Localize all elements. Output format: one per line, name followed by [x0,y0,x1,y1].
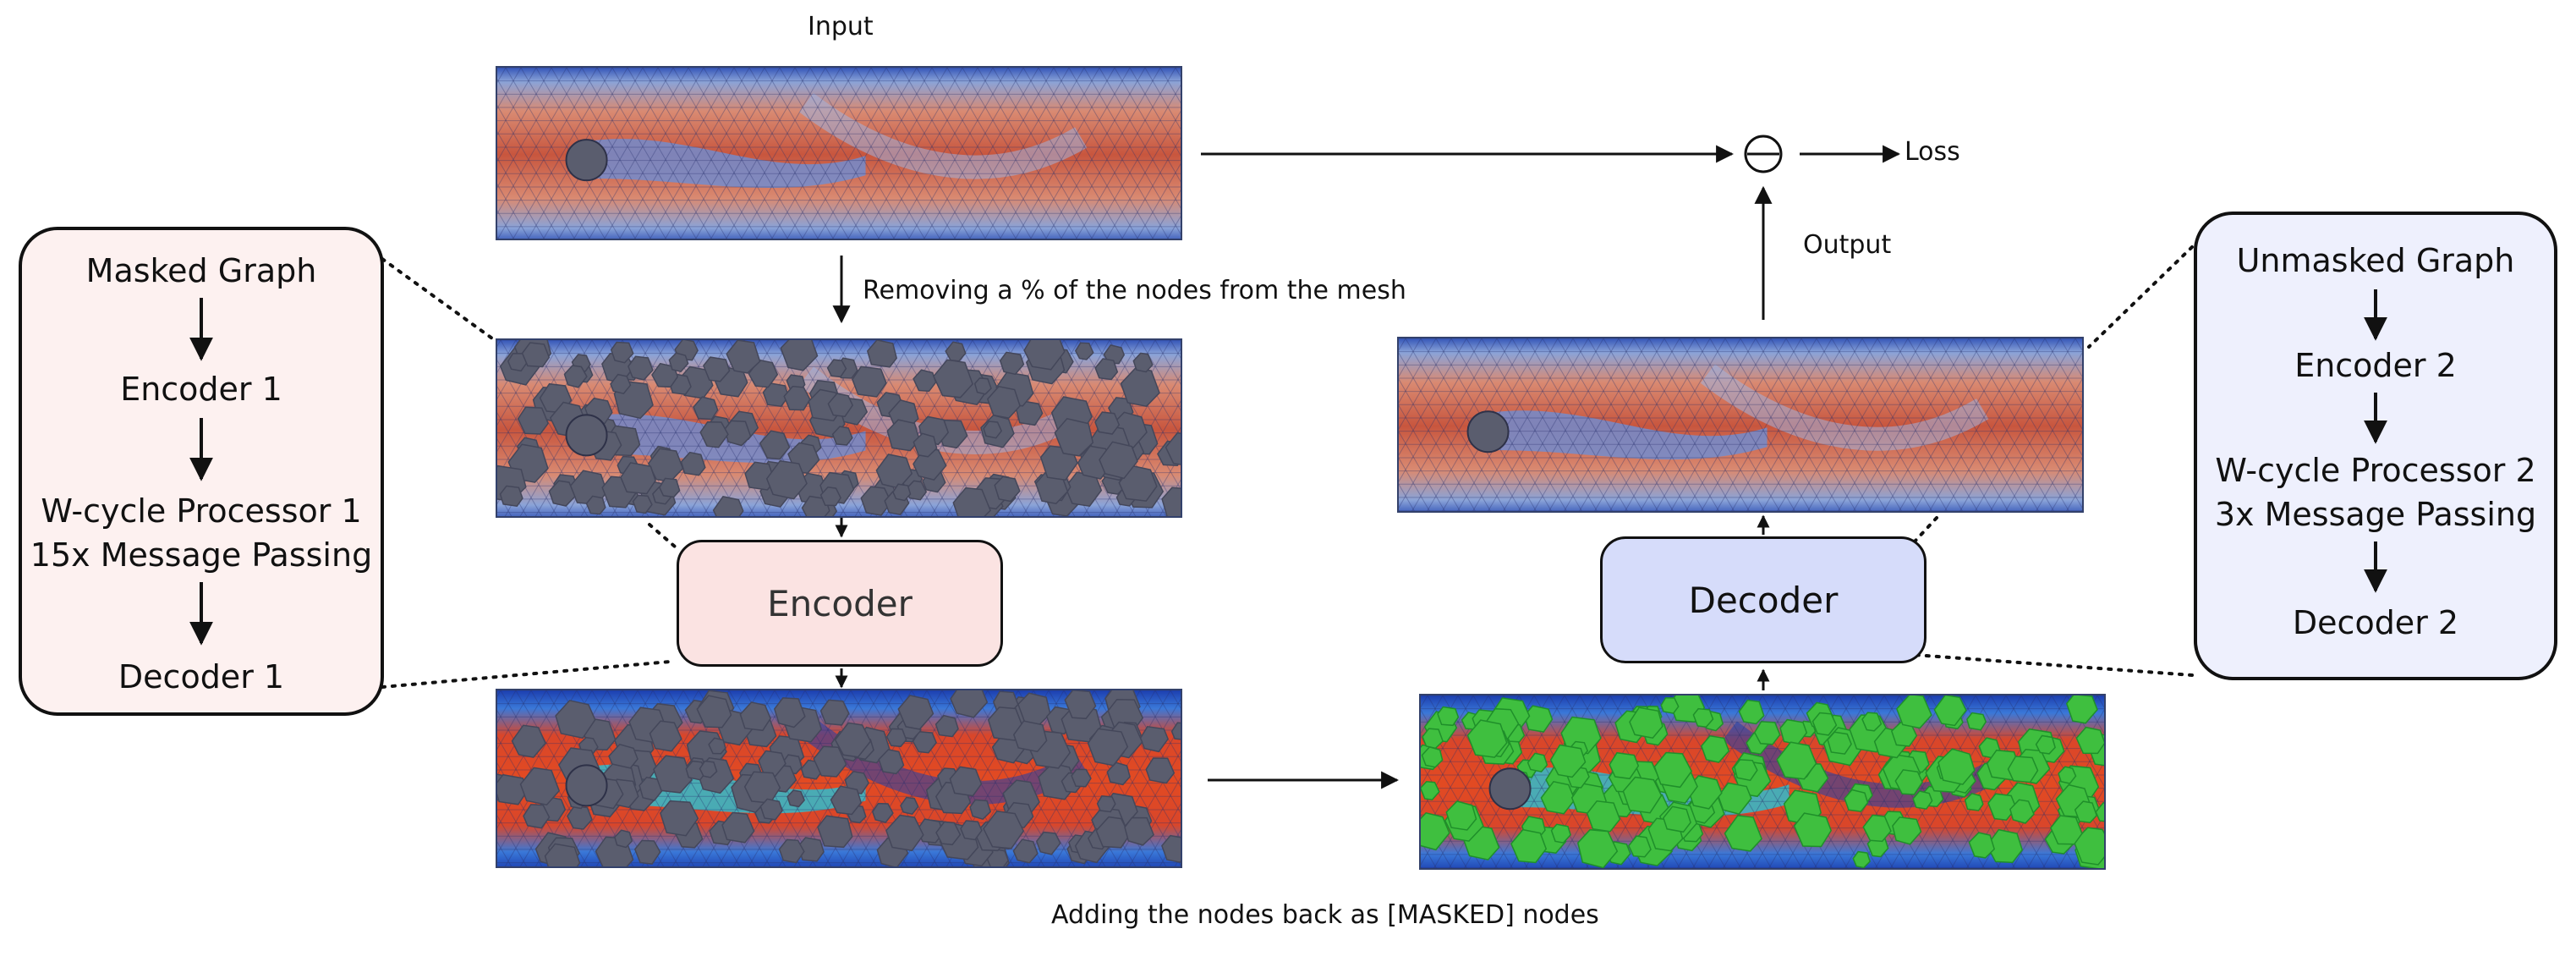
right-pipeline-box: Unmasked Graph Encoder 2 W-cycle Process… [2194,212,2557,680]
right-pipeline-arrows [2364,289,2387,593]
dotted-line-left-top [381,257,494,340]
decoder-label: Decoder [1688,579,1839,621]
input-mesh-image [497,68,1181,239]
masked-mesh-image [497,340,1181,516]
subtract-symbol [1744,135,1783,173]
output-mesh-image [1399,338,2082,511]
dotted-line-right-top [2087,245,2194,349]
right-step-decoder: Decoder 2 [2292,604,2459,641]
right-step-encoder: Encoder 2 [2294,347,2457,384]
loss-label: Loss [1905,137,1960,167]
input-mesh-panel [496,66,1182,240]
left-step-masked-graph: Masked Graph [85,252,317,289]
masked-nodes-mesh-panel [1419,694,2106,870]
encoded-masked-mesh-panel [496,689,1182,868]
removing-nodes-label: Removing a % of the nodes from the mesh [863,276,1406,305]
masked-nodes-mesh-image [1421,695,2104,868]
left-step-encoder: Encoder 1 [120,371,282,408]
encoded-masked-mesh-image [497,690,1181,866]
left-pipeline-box: Masked Graph Encoder 1 W-cycle Processor… [19,227,384,716]
left-step-message-passing: 15x Message Passing [30,536,373,574]
encoder-box: Encoder [677,540,1003,667]
dotted-line-right-mid [1913,516,1938,543]
input-label: Input [808,12,874,41]
masked-mesh-panel [496,338,1182,518]
left-pipeline-arrows [189,298,213,646]
right-step-message-passing: 3x Message Passing [2214,496,2537,533]
dotted-line-left-bottom [381,660,671,689]
dotted-line-right-bottom [1913,653,2194,677]
dotted-line-left-mid [648,523,677,548]
output-mesh-panel [1397,337,2084,513]
right-step-processor: W-cycle Processor 2 [2215,452,2536,489]
output-label: Output [1803,230,1892,260]
left-step-decoder: Decoder 1 [118,658,285,695]
left-step-processor: W-cycle Processor 1 [41,492,362,530]
right-step-unmasked-graph: Unmasked Graph [2236,242,2515,279]
encoder-label: Encoder [767,582,913,624]
adding-nodes-label: Adding the nodes back as [MASKED] nodes [1051,900,1599,930]
decoder-box: Decoder [1600,536,1927,663]
